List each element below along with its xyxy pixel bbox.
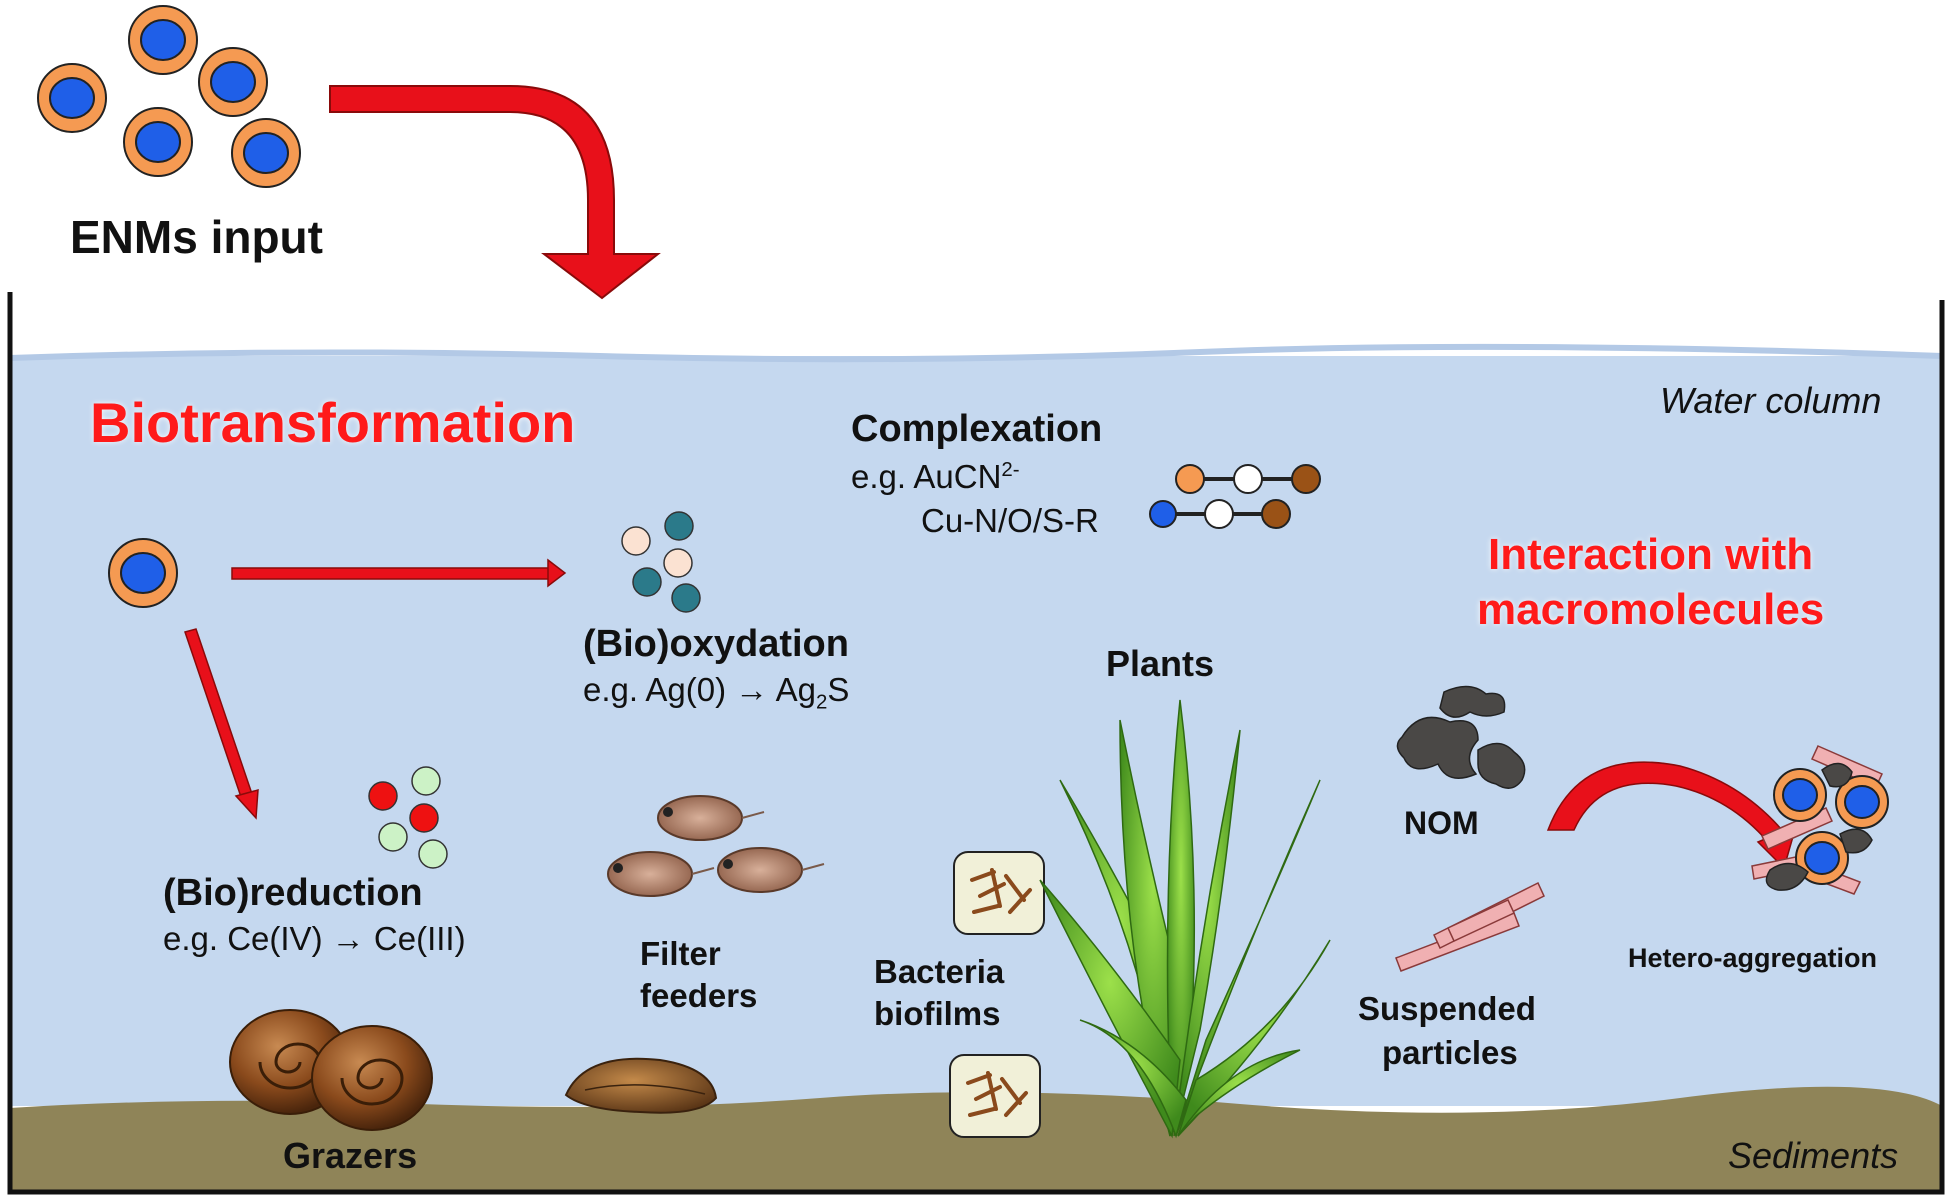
enm-particle <box>198 47 268 117</box>
macromolecules-title-line1: Interaction with <box>1488 530 1814 579</box>
complex-ligand-1 <box>1175 464 1321 494</box>
biofilm-box <box>953 851 1045 935</box>
enm-particle <box>128 5 198 75</box>
snail <box>311 1025 433 1131</box>
nom-label: NOM <box>1404 805 1479 841</box>
sediment-layer <box>10 1086 1942 1192</box>
tank-walls <box>7 292 1945 1195</box>
biofilm-box <box>949 1054 1041 1138</box>
nom-blobs <box>1396 685 1526 789</box>
oxidation-title: (Bio)oxydation <box>583 623 849 665</box>
oxidation-arrow <box>231 558 567 588</box>
suspended-label-2: particles <box>1382 1034 1518 1071</box>
enm-particle <box>37 63 107 133</box>
bacteria-label-1: Bacteria <box>874 953 1005 990</box>
macromolecules-title-line2: macromolecules <box>1477 585 1825 634</box>
water-column-label: Water column <box>1660 380 1882 421</box>
enm-particle <box>231 118 301 188</box>
bacteria-label-2: biofilms <box>874 995 1001 1032</box>
plants-label: Plants <box>1106 643 1215 684</box>
water-surface <box>9 343 1943 363</box>
oxidation-example: e.g. Ag(0) → Ag2S <box>583 671 850 714</box>
hetero-aggregation-label: Hetero-aggregation <box>1628 943 1878 973</box>
sediments-label: Sediments <box>1728 1135 1899 1176</box>
hetero-aggregate <box>1751 745 1889 895</box>
mussel <box>564 1057 718 1114</box>
reduction-example: e.g. Ce(IV) → Ce(III) <box>163 920 466 957</box>
reduction-title: (Bio)reduction <box>163 872 423 914</box>
complex-ligand-2 <box>1149 499 1291 529</box>
enm-particles-cluster <box>37 5 301 188</box>
water-particle <box>108 538 178 608</box>
complexation-example-1: e.g. AuCN2- <box>851 458 1020 495</box>
daphnia <box>717 847 825 893</box>
enms-input-label: ENMs input <box>70 211 323 263</box>
suspended-label-1: Suspended <box>1358 990 1536 1027</box>
aquatic-plant <box>1039 699 1331 1139</box>
complexation-example-2: Cu-N/O/S-R <box>921 502 1099 539</box>
daphnia <box>657 795 765 841</box>
daphnia <box>607 851 715 897</box>
oxidation-ions <box>621 511 701 613</box>
suspended-particles <box>1395 881 1545 972</box>
reduction-arrow <box>184 628 259 820</box>
biotransformation-title: Biotransformation <box>90 391 576 454</box>
complexation-title: Complexation <box>851 408 1103 450</box>
filter-feeders-label-1: Filter <box>640 935 721 972</box>
water-column <box>10 356 1942 1106</box>
grazers-label: Grazers <box>283 1135 418 1176</box>
input-arrow <box>329 85 661 300</box>
filter-feeders-label-2: feeders <box>640 977 758 1014</box>
enm-particle <box>123 107 193 177</box>
reduction-ions <box>368 766 448 869</box>
daphnia-group <box>607 795 825 897</box>
